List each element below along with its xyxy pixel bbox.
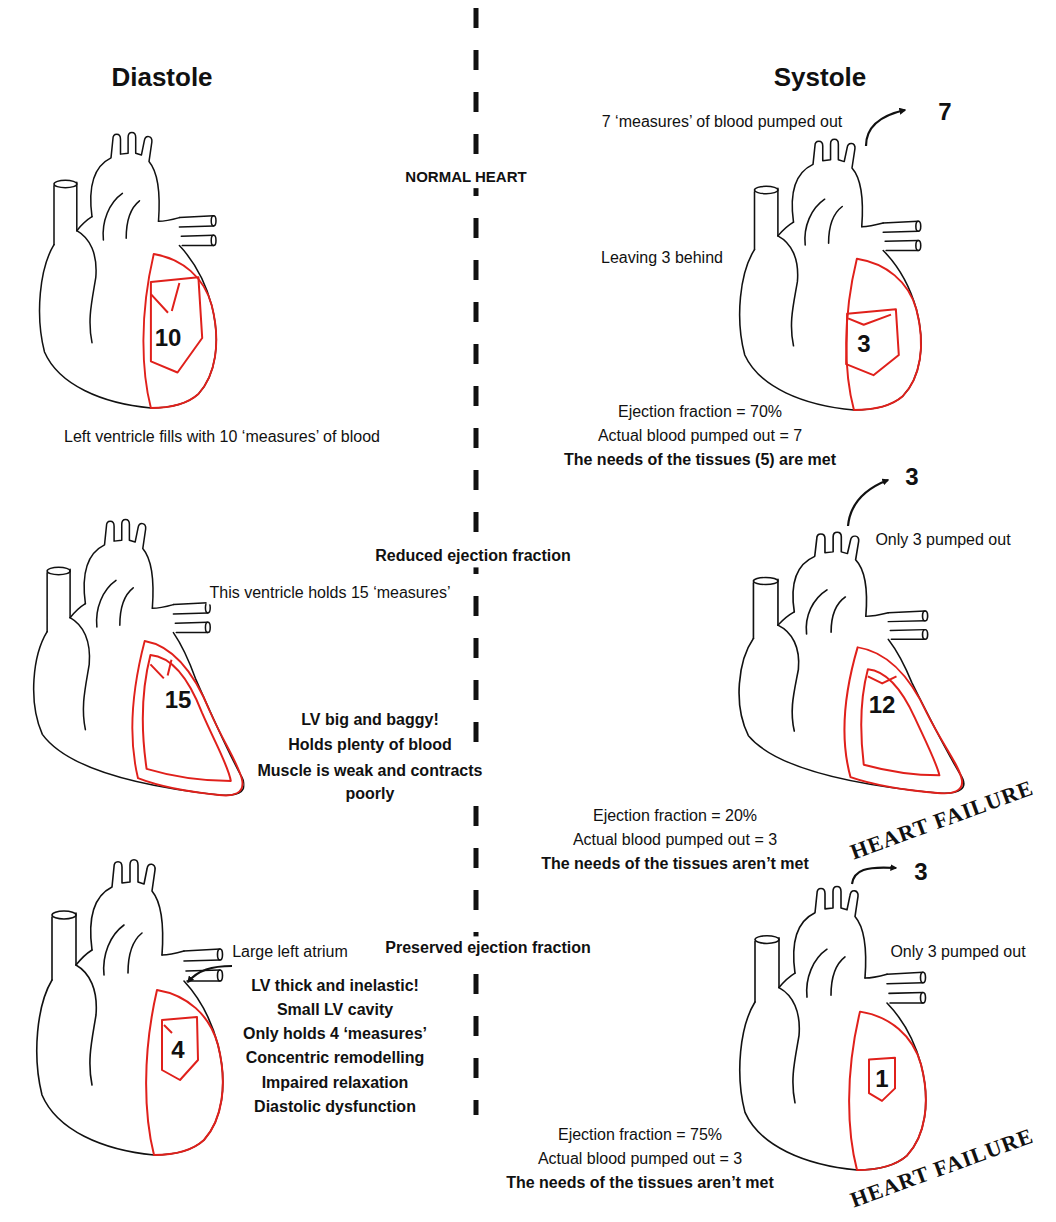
feature-text: Small LV cavity — [274, 998, 396, 1021]
result-text: The needs of the tissues aren’t met — [503, 1171, 777, 1194]
annotation-text: Left ventricle fills with 10 ‘measures’ … — [61, 425, 383, 448]
heart-node: 15 — [28, 515, 248, 795]
annotation-text: 7 ‘measures’ of blood pumped out — [599, 110, 845, 133]
volume-number: 15 — [165, 687, 192, 713]
heart-illustration — [40, 132, 217, 408]
feature-text: Holds plenty of blood — [285, 733, 455, 756]
heart-illustration — [740, 887, 926, 1170]
column-heading: Systole — [771, 59, 870, 97]
volume-number: 3 — [911, 855, 930, 890]
output-arrow — [848, 480, 888, 526]
heart-node: 1 — [735, 882, 935, 1170]
feature-text: Only holds 4 ‘measures’ — [240, 1022, 430, 1045]
result-text: Actual blood pumped out = 3 — [570, 828, 780, 851]
volume-number: 4 — [171, 1037, 184, 1063]
volume-number: 3 — [857, 331, 870, 357]
volume-number: 7 — [935, 95, 954, 130]
output-arrow — [866, 110, 905, 146]
feature-text: Muscle is weak and contracts poorly — [245, 759, 496, 805]
result-text: Actual blood pumped out = 3 — [535, 1147, 745, 1170]
feature-text: Impaired relaxation — [259, 1071, 412, 1094]
result-text: The needs of the tissues aren’t met — [538, 852, 812, 875]
heart-node: 3 — [735, 135, 930, 410]
heart-illustration — [34, 519, 244, 795]
feature-text: Concentric remodelling — [243, 1046, 428, 1069]
heart-node: 10 — [35, 128, 225, 408]
heart-node: 12 — [733, 528, 968, 793]
output-arrow — [852, 868, 896, 884]
annotation-text: Leaving 3 behind — [598, 246, 726, 269]
heart-node: 4 — [32, 855, 232, 1155]
heart-illustration — [740, 139, 921, 410]
feature-text: LV big and baggy! — [298, 708, 441, 731]
result-text: Ejection fraction = 75% — [555, 1123, 725, 1146]
heart-failure-stamp: HEART FAILURE — [843, 1119, 1041, 1217]
column-heading: Diastole — [108, 59, 215, 97]
annotation-text: Only 3 pumped out — [887, 940, 1028, 963]
result-text: Ejection fraction = 70% — [615, 400, 785, 423]
feature-text: Diastolic dysfunction — [251, 1095, 419, 1118]
heart-failure-stamp: HEART FAILURE — [843, 771, 1041, 869]
heart-illustration — [37, 860, 223, 1155]
volume-number: 12 — [869, 692, 896, 718]
result-text: The needs of the tissues (5) are met — [561, 448, 839, 471]
leader-arrow — [188, 966, 232, 982]
heart-illustration — [739, 532, 964, 793]
row-heading: Reduced ejection fraction — [372, 544, 574, 567]
volume-number: 3 — [902, 460, 921, 495]
feature-text: LV thick and inelastic! — [248, 974, 422, 997]
volume-number: 10 — [155, 325, 182, 351]
annotation-text: This ventricle holds 15 ‘measures’ — [207, 581, 454, 604]
row-heading: Preserved ejection fraction — [382, 936, 593, 959]
annotation-text: Large left atrium — [229, 940, 351, 963]
annotation-text: Only 3 pumped out — [872, 528, 1013, 551]
result-text: Actual blood pumped out = 7 — [595, 424, 805, 447]
row-heading: NORMAL HEART — [402, 166, 529, 188]
result-text: Ejection fraction = 20% — [590, 804, 760, 827]
volume-number: 1 — [875, 1066, 888, 1092]
